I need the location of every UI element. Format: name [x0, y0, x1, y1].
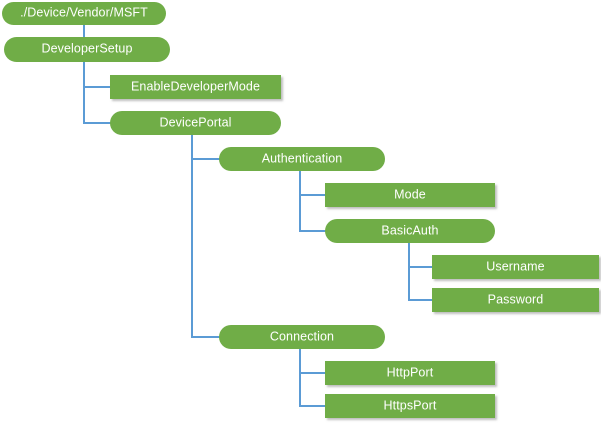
node-enable-developer-mode[interactable]: EnableDeveloperMode	[110, 75, 281, 99]
node-connection-label: Connection	[269, 329, 335, 344]
node-mode-label: Mode	[394, 187, 426, 202]
node-password-label: Password	[487, 292, 544, 307]
node-device-portal-label: DevicePortal	[159, 115, 232, 130]
node-basic-auth[interactable]: BasicAuth	[325, 219, 495, 243]
node-connection[interactable]: Connection	[219, 325, 385, 349]
node-enable-developer-mode-label: EnableDeveloperMode	[130, 79, 261, 94]
node-root[interactable]: ./Device/Vendor/MSFT	[2, 2, 166, 25]
node-developer-setup-label: DeveloperSetup	[41, 41, 133, 56]
node-authentication[interactable]: Authentication	[219, 147, 385, 171]
node-developer-setup[interactable]: DeveloperSetup	[4, 37, 170, 62]
node-device-portal[interactable]: DevicePortal	[110, 111, 281, 135]
node-password[interactable]: Password	[432, 288, 599, 312]
node-authentication-label: Authentication	[261, 151, 343, 166]
node-https-port-label: HttpsPort	[383, 398, 437, 413]
node-username[interactable]: Username	[432, 255, 599, 279]
node-http-port-label: HttpPort	[386, 365, 434, 380]
node-http-port[interactable]: HttpPort	[325, 361, 495, 385]
node-root-label: ./Device/Vendor/MSFT	[20, 5, 148, 20]
node-mode[interactable]: Mode	[325, 183, 495, 207]
node-username-label: Username	[486, 259, 545, 274]
node-basic-auth-label: BasicAuth	[381, 223, 439, 238]
node-https-port[interactable]: HttpsPort	[325, 394, 495, 418]
